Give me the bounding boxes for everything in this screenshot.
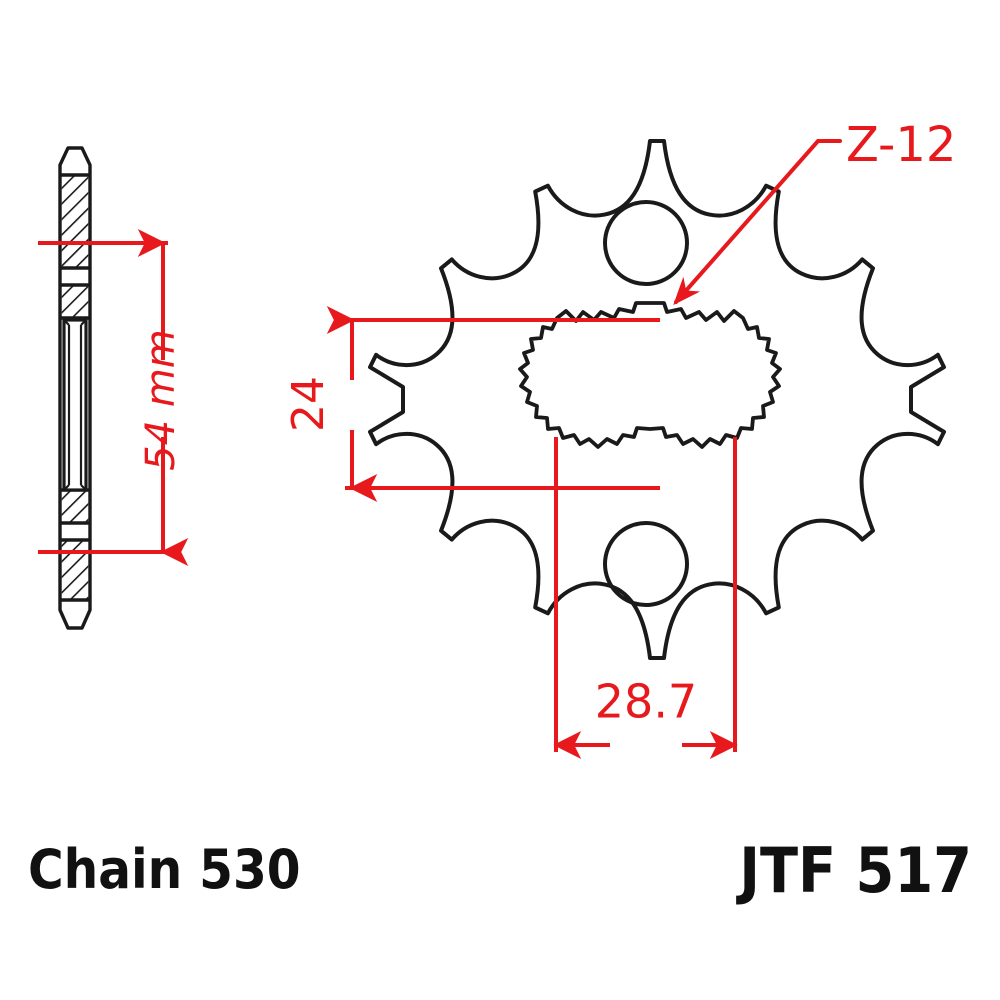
front-face-view: 24 28.7 Z-12 — [283, 117, 956, 759]
callout-z12-label: Z-12 — [846, 117, 956, 173]
footer-chain-label: Chain 530 — [28, 838, 301, 901]
inner-spline-hub — [518, 301, 782, 449]
dimension-28-7 — [553, 437, 738, 759]
side-view-bore-inner-lines — [63, 319, 87, 491]
dimension-28-7-label: 28.7 — [595, 675, 697, 729]
dimension-24-label: 24 — [283, 376, 334, 432]
sprocket-outer-teeth — [368, 139, 946, 660]
dimension-24 — [326, 306, 660, 502]
dimension-54mm-label: 54 mm — [138, 329, 184, 471]
side-cross-section-view: 54 mm — [38, 146, 189, 630]
callout-z12-leader — [673, 139, 842, 306]
side-view-bore — [62, 318, 88, 492]
footer-part-number: JTF 517 — [735, 834, 972, 907]
bolt-hole-top — [603, 200, 689, 286]
dimension-54mm — [38, 229, 189, 566]
bolt-hole-bottom — [603, 521, 689, 607]
